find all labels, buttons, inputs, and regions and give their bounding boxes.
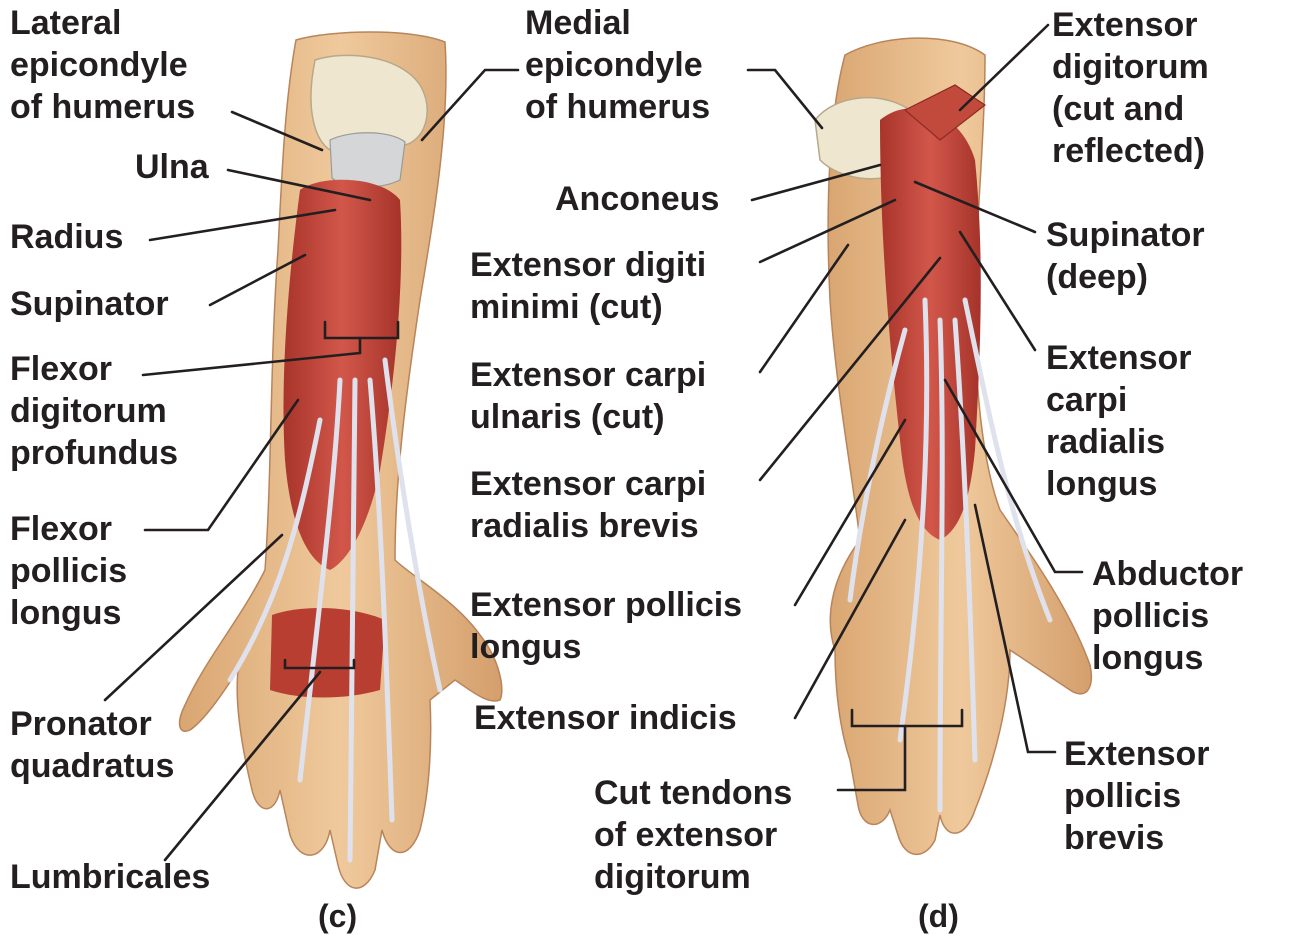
pronator-quadratus-muscle	[270, 608, 385, 697]
label-lumbricales: Lumbricales	[10, 856, 210, 898]
label-extensor-pollicis-longus: Extensor pollicis longus	[470, 584, 742, 668]
label-ulna: Ulna	[135, 146, 209, 188]
label-supinator-deep: Supinator (deep)	[1046, 214, 1205, 298]
label-cut-tendons: Cut tendons of extensor digitorum	[594, 772, 792, 898]
label-extensor-carpi-ulnaris: Extensor carpi ulnaris (cut)	[470, 354, 706, 438]
humerus-condyle-c	[330, 133, 405, 188]
label-anconeus: Anconeus	[555, 178, 719, 220]
label-radius: Radius	[10, 216, 123, 258]
label-pronator-quadratus: Pronator quadratus	[10, 703, 174, 787]
label-extensor-carpi-radialis-brevis: Extensor carpi radialis brevis	[470, 463, 706, 547]
label-flexor-digitorum-profundus: Flexor digitorum profundus	[10, 348, 178, 474]
caption-d: (d)	[918, 898, 959, 935]
label-flexor-pollicis-longus: Flexor pollicis longus	[10, 508, 127, 634]
label-supinator: Supinator	[10, 283, 169, 325]
label-extensor-indicis: Extensor indicis	[474, 697, 737, 739]
label-medial-epicondyle: Medial epicondyle of humerus	[525, 2, 710, 128]
forearm-c	[180, 32, 502, 888]
label-abductor-pollicis-longus: Abductor pollicis longus	[1092, 553, 1243, 679]
caption-c: (c)	[318, 898, 357, 935]
label-extensor-pollicis-brevis: Extensor pollicis brevis	[1064, 733, 1210, 859]
label-extensor-carpi-radialis-longus: Extensor carpi radialis longus	[1046, 337, 1192, 505]
label-lateral-epicondyle: Lateral epicondyle of humerus	[10, 2, 195, 128]
label-extensor-digiti-minimi: Extensor digiti minimi (cut)	[470, 244, 706, 328]
label-extensor-digitorum: Extensor digitorum (cut and reflected)	[1052, 4, 1209, 172]
leader-medial-epicondyle-d	[748, 70, 822, 128]
